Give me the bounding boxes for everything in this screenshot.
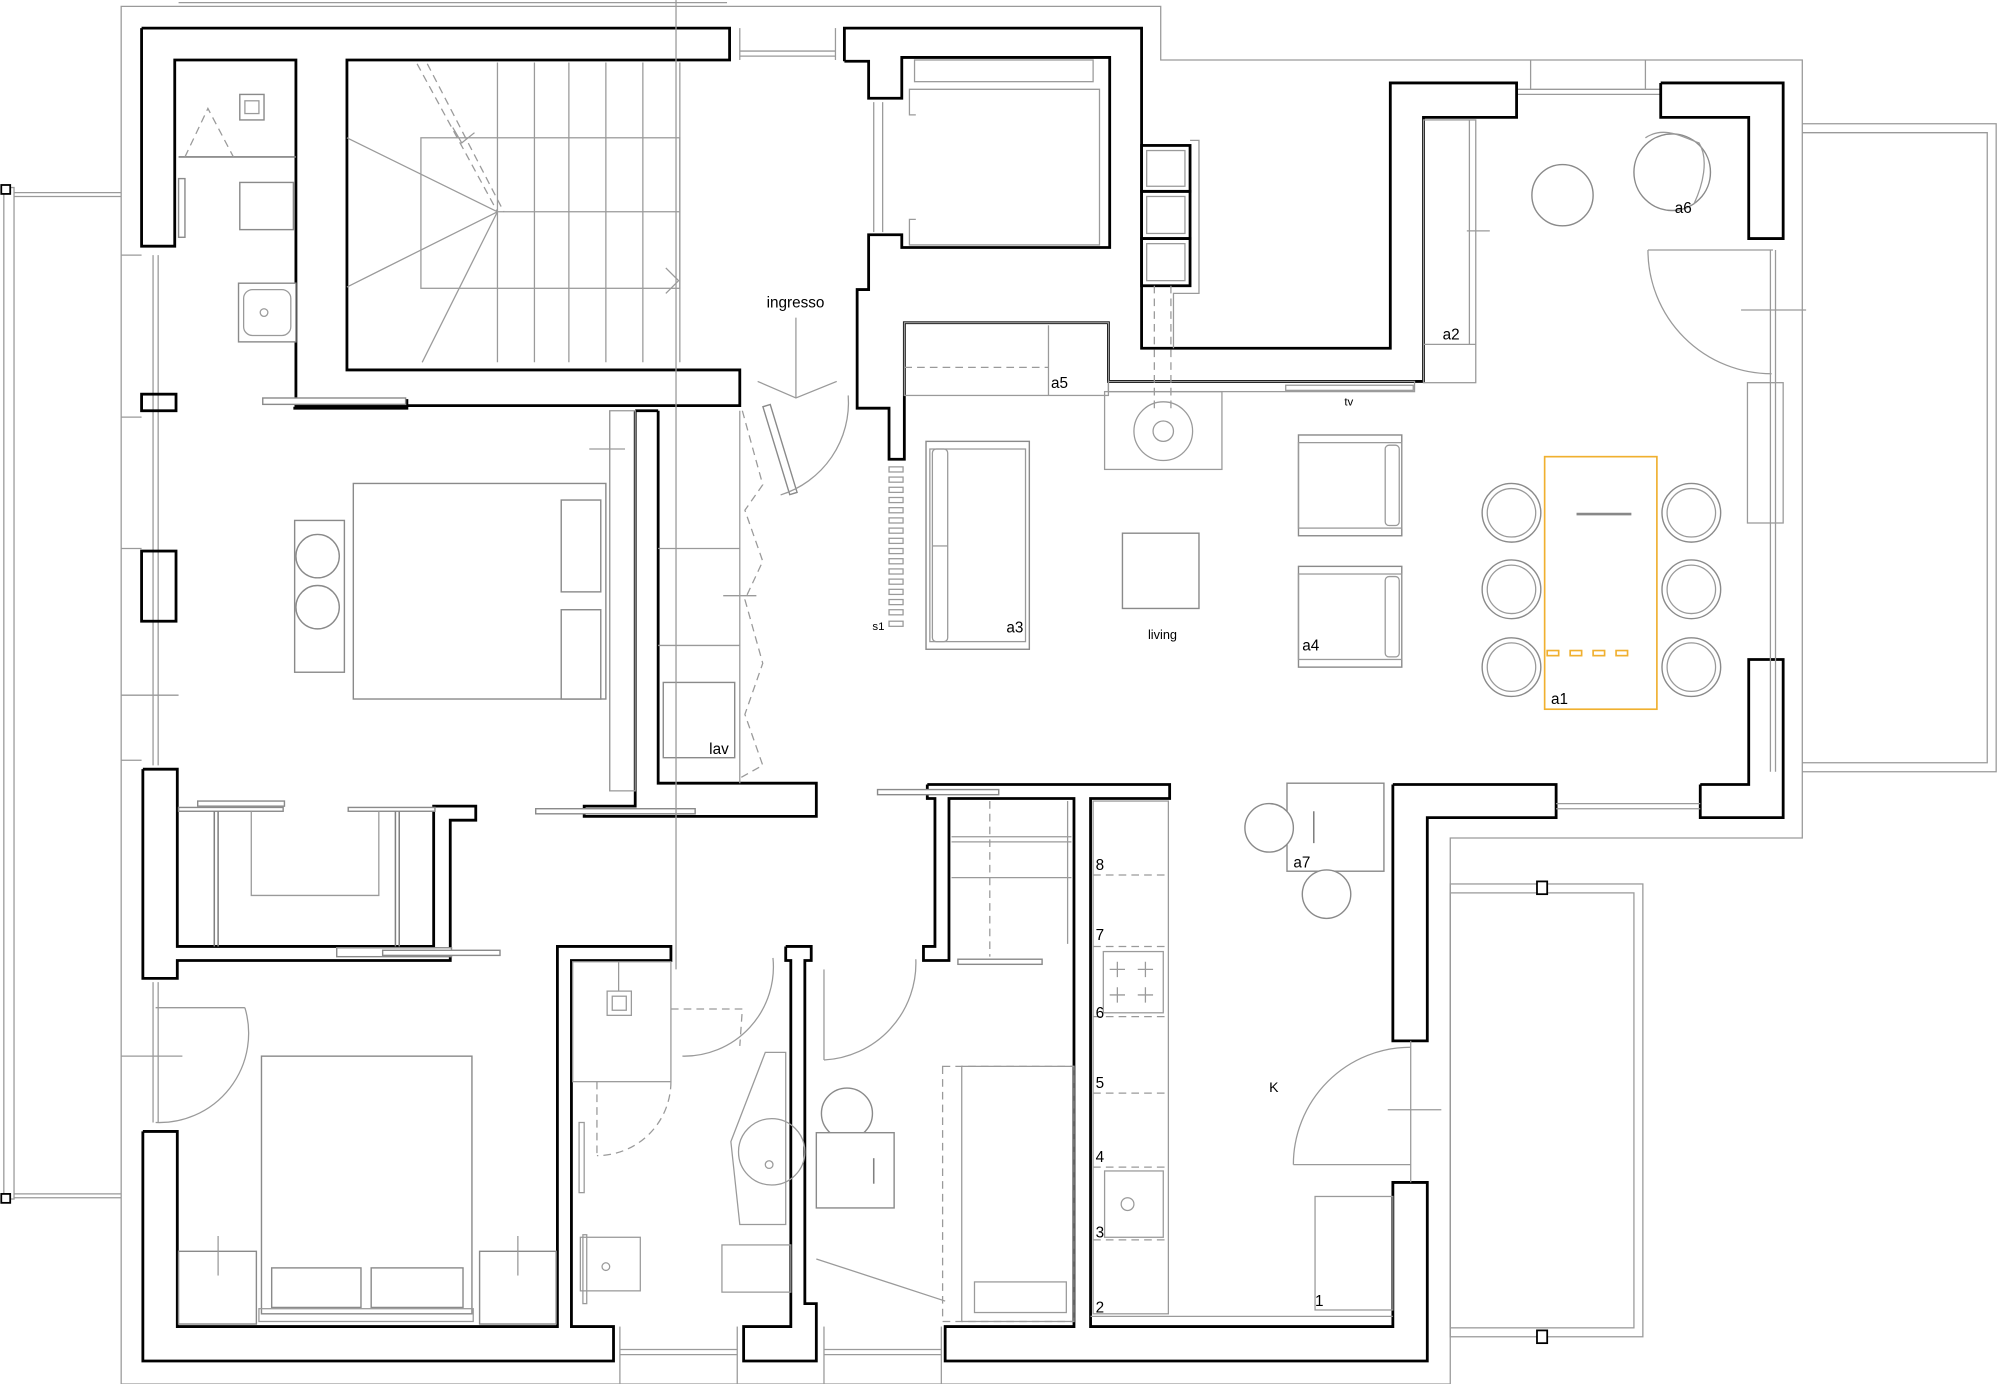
door-swing [682, 957, 775, 1057]
bedroom-1 [873, 59, 1101, 246]
kitchen-module-6: 6 [1096, 1005, 1105, 1022]
label-a3: a3 [1006, 620, 1023, 637]
laundry-cabinets: lav [658, 410, 764, 784]
sliding-door [262, 397, 407, 406]
label-lav: lav [709, 741, 729, 758]
kitchen-module-7: 7 [1096, 927, 1105, 944]
utility-room [815, 959, 946, 1384]
entrance: ingresso [757, 294, 850, 496]
chimney [1140, 139, 1200, 409]
sliding-door [876, 788, 1000, 796]
chair-icon [295, 584, 340, 630]
round-table-a6 [1633, 133, 1712, 212]
study [177, 800, 501, 958]
dining-area: a2 a6 a1 a7 [1244, 119, 1807, 920]
tv-unit [1107, 380, 1416, 393]
kitchen-module-5: 5 [1096, 1075, 1105, 1092]
label-a6: a6 [1675, 200, 1692, 217]
shower-bench [239, 181, 295, 231]
pillow [560, 499, 602, 593]
bedroom-2 [262, 397, 696, 815]
bathroom-1 [177, 93, 297, 343]
hob-icon [1102, 950, 1164, 1014]
left-balcony [0, 184, 122, 1204]
staircase [346, 62, 681, 363]
kitchen-counter [1092, 800, 1170, 1315]
fireplace [1103, 390, 1223, 471]
door-swing [1647, 250, 1772, 375]
pillow [370, 1267, 464, 1309]
washing-machine [662, 681, 736, 759]
door-swing [1292, 1046, 1411, 1165]
sink-icon [1103, 1170, 1164, 1238]
door-swing [155, 1007, 250, 1124]
chair-icon [1301, 869, 1352, 920]
door-swing [823, 959, 917, 1061]
wall-kitchen-upper [1391, 783, 1558, 1043]
shower [572, 961, 672, 1083]
ottoman [1121, 532, 1200, 610]
radiator-s1 [888, 466, 904, 627]
label-a4: a4 [1302, 638, 1320, 655]
label-s1: s1 [872, 621, 884, 633]
living-room: a5 tv s1 a3 living [872, 322, 1416, 668]
wall-stair-bath [140, 26, 742, 408]
bedroom-3 [155, 1007, 557, 1325]
label-a2: a2 [1443, 326, 1460, 343]
kitchen-module-4: 4 [1096, 1149, 1105, 1166]
wall-closet-kitchen [922, 783, 1429, 1363]
side-table-a7 [1286, 782, 1385, 872]
chair-icon [295, 533, 340, 579]
wall-entrance-bedroom [842, 26, 1518, 461]
door-swing [780, 395, 850, 496]
closet [876, 788, 1075, 1323]
lower-right-terrace [1449, 880, 1644, 1345]
bathroom-2 [572, 0, 806, 1384]
kitchen-module-1: 1 [1315, 1293, 1324, 1310]
label-tv: tv [1344, 397, 1353, 409]
wall-bath-laundry [742, 945, 818, 1363]
kitchen-module-2: 2 [1096, 1300, 1105, 1317]
round-table [1531, 163, 1594, 227]
entrance-door [762, 403, 798, 496]
sliding-door [535, 808, 696, 815]
cabinet-a2 [1422, 119, 1477, 384]
wall-dining-lower [1698, 658, 1785, 820]
fridge [1314, 1195, 1394, 1311]
wardrobe [609, 410, 636, 792]
wall-lav [582, 410, 818, 818]
toilet-icon [239, 93, 265, 121]
desk [815, 1131, 895, 1209]
left-windows [121, 254, 183, 1123]
right-terrace [1802, 123, 1997, 773]
wall-pier [140, 392, 178, 413]
chair-icon [1244, 802, 1295, 853]
cabinet-a5 [903, 322, 1110, 397]
kitchen-module-3: 3 [1096, 1224, 1105, 1241]
chair-icon [820, 1087, 874, 1140]
washbasin-icon [730, 1051, 787, 1226]
label-a5: a5 [1051, 375, 1068, 392]
pillow [270, 1267, 362, 1309]
pillow [560, 609, 602, 700]
armchair-a4 [1297, 434, 1403, 668]
kitchen-module-8: 8 [1096, 857, 1105, 874]
wall-study [141, 767, 478, 980]
kitchen: 1 2 3 4 5 6 7 8 K [1090, 800, 1442, 1317]
label-kitchen: K [1269, 1079, 1279, 1095]
glass-wall [1741, 250, 1807, 772]
bidet-icon [579, 1234, 641, 1305]
toilet-icon [721, 1244, 792, 1293]
label-a7: a7 [1293, 854, 1310, 871]
dining-chairs [1481, 482, 1722, 698]
label-a1: a1 [1551, 691, 1568, 708]
wall-bedroom-bath [141, 945, 673, 1363]
wall-pier [140, 549, 178, 623]
sofa-a3 [925, 440, 1031, 650]
label-living: living [1148, 627, 1177, 642]
label-ingresso: ingresso [767, 294, 825, 311]
wall-dining-upper [1659, 81, 1785, 240]
dining-table-a1 [1543, 455, 1658, 711]
